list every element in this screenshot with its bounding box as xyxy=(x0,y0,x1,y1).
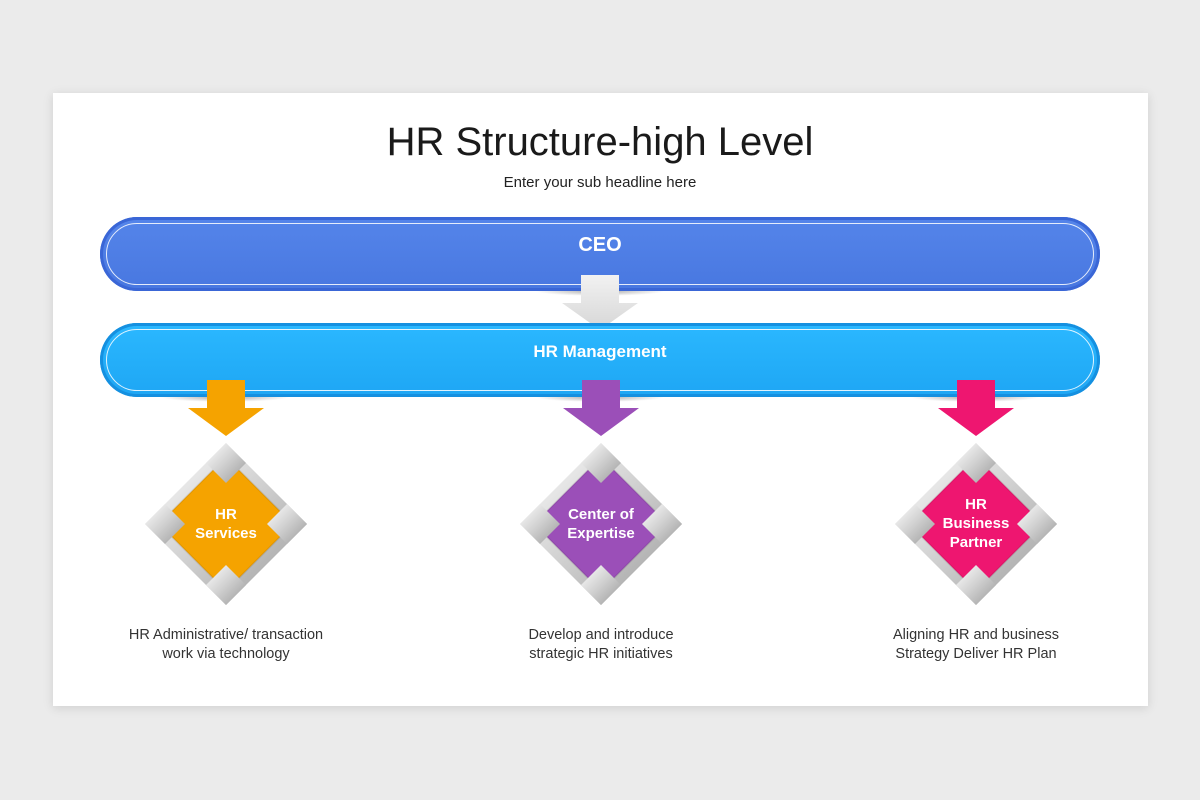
center-of-expertise-label: Center of Expertise xyxy=(516,505,686,543)
hr-business-partner-description: Aligning HR and business Strategy Delive… xyxy=(826,626,1126,664)
center-of-expertise-label-line-1: Center of xyxy=(568,506,634,523)
hr-management-label: HR Management xyxy=(533,342,667,361)
hr-services-label-line-2: Services xyxy=(195,525,257,542)
arrow-to-center-of-expertise xyxy=(563,380,639,436)
center-of-expertise-description: Develop and introduce strategic HR initi… xyxy=(451,626,751,664)
ceo-label: CEO xyxy=(578,234,622,256)
hr-business-partner-label-line-1: HR xyxy=(965,496,987,513)
page-title: HR Structure-high Level xyxy=(386,120,814,164)
ceo-to-management-arrow xyxy=(562,275,638,330)
center-of-expertise-description-line-2: strategic HR initiatives xyxy=(529,646,673,662)
hr-services-description-line-1: HR Administrative/ transaction xyxy=(128,627,324,643)
hr-business-partner-description-line-2: Strategy Deliver HR Plan xyxy=(895,646,1057,662)
center-of-expertise-label-line-2: Expertise xyxy=(567,525,635,542)
hr-services-label: HR Services xyxy=(141,505,311,543)
center-of-expertise-description-line-1: Develop and introduce xyxy=(528,627,674,643)
hr-services-diamond: HR Services xyxy=(141,439,311,609)
hr-services-diamond-shape xyxy=(145,443,307,605)
hr-business-partner-diamond: HR Business Partner xyxy=(891,439,1061,609)
arrow-to-hr-services xyxy=(188,380,264,436)
hr-business-partner-label-line-2: Business xyxy=(942,515,1010,532)
hr-business-partner-label-line-3: Partner xyxy=(949,534,1003,551)
hr-business-partner-diamond-shape xyxy=(895,443,1057,605)
center-of-expertise-diamond-shape xyxy=(520,443,682,605)
hr-services-label-line-1: HR xyxy=(215,506,237,523)
arrow-to-hr-business-partner xyxy=(938,380,1014,436)
center-of-expertise-diamond: Center of Expertise xyxy=(516,439,686,609)
hr-services-description: HR Administrative/ transaction work via … xyxy=(76,626,376,664)
page-subtitle: Enter your sub headline here xyxy=(503,174,697,191)
hr-services-description-line-2: work via technology xyxy=(162,646,290,662)
hr-business-partner-label: HR Business Partner xyxy=(891,495,1061,552)
hr-business-partner-description-line-1: Aligning HR and business xyxy=(892,627,1060,643)
